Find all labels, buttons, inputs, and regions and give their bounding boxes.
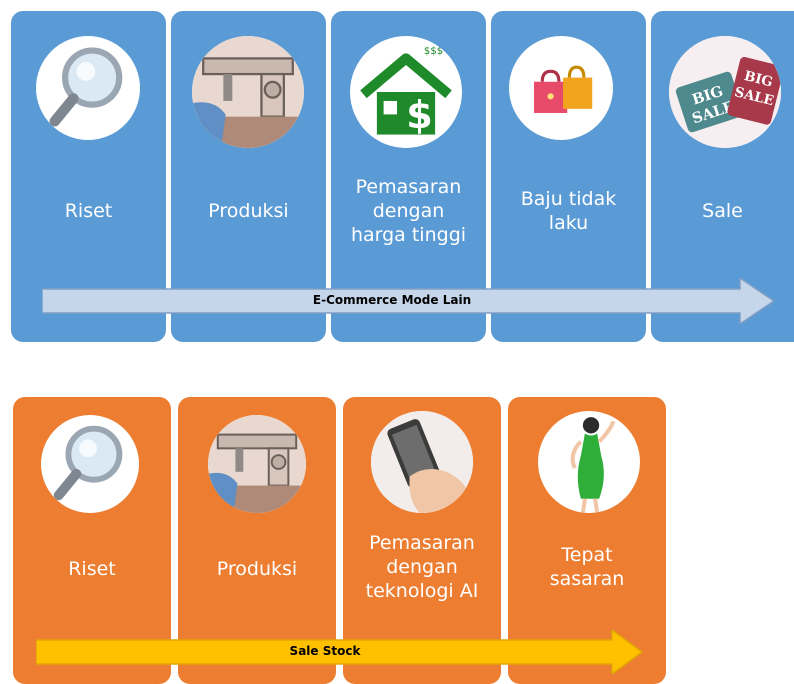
row2-card-riset: Riset (13, 397, 171, 684)
card-label: Riset (68, 558, 116, 580)
card-label: Baju tidak laku (520, 188, 617, 234)
magnifier-icon (41, 415, 139, 513)
card-label: Riset (64, 200, 113, 222)
card-label: Produksi (216, 558, 298, 580)
shopping-bags-icon (509, 36, 613, 140)
card-label: Sale (702, 200, 743, 222)
row1-card-riset: Riset (11, 11, 166, 342)
svg-text:BIG: BIG (742, 68, 774, 91)
row1-card-produksi: Produksi (171, 11, 326, 342)
woman-dress-icon (538, 411, 640, 513)
row1-card-pemasaran: $ $$$ Pemasaran dengan harga tinggi (331, 11, 486, 342)
sewing-machine-icon (208, 415, 306, 513)
row1-card-baju: Baju tidak laku (491, 11, 646, 342)
svg-text:$: $ (406, 93, 433, 137)
row2-arrow-label: Sale Stock (289, 644, 361, 658)
magnifier-icon (36, 36, 140, 140)
card-label: Pemasaran dengan harga tinggi (350, 176, 467, 246)
row2-card-tepat: Tepat sasaran (508, 397, 666, 684)
row2-process-arrow: Sale Stock (36, 630, 644, 674)
row1-process-arrow: E-Commerce Mode Lain (42, 278, 776, 324)
svg-text:$$$: $$$ (424, 46, 443, 57)
row1-card-sale: BIG SALE BIG SALE Sale (651, 11, 794, 342)
card-label: Tepat sasaran (549, 544, 625, 590)
hand-phone-icon (371, 411, 473, 513)
big-sale-tags-icon: BIG SALE BIG SALE (669, 36, 781, 148)
row1-arrow-label: E-Commerce Mode Lain (312, 293, 472, 307)
row2-card-pemasaran: Pemasaran dengan teknologi AI (343, 397, 501, 684)
house-money-icon: $ $$$ (350, 36, 462, 148)
card-label: Pemasaran dengan teknologi AI (365, 532, 479, 602)
row2-card-produksi: Produksi (178, 397, 336, 684)
sewing-machine-icon (192, 36, 304, 148)
card-label: Produksi (208, 200, 289, 222)
